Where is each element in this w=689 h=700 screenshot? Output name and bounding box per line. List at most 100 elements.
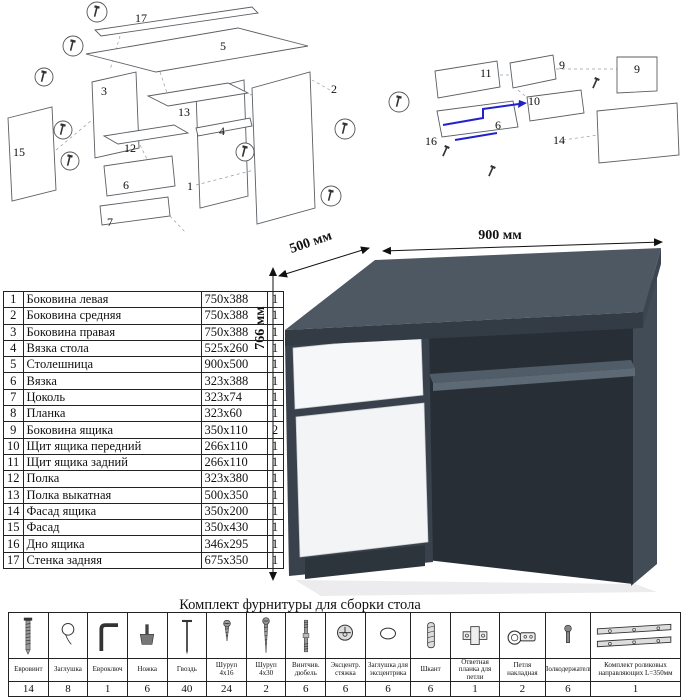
part-num: 9 [3,421,24,439]
panel-tie [103,155,176,197]
hardware-item: Евроключ 1 [88,613,128,696]
part-qty: 1 [266,372,284,390]
part-qty: 1 [266,502,284,521]
part-qty: 1 [266,519,284,537]
part-size: 266x110 [200,437,268,455]
part-size: 323x74 [200,388,268,407]
part-qty: 1 [266,535,284,553]
drawer-side-panel [509,54,557,89]
cam-cap-icon [366,613,410,658]
part-num: 12 [3,470,24,488]
fastener-callout [388,76,601,179]
hardware-item-name: Комплект роликовых направляющих L=350мм [591,658,680,681]
panel-rollout-shelf [146,82,250,107]
hardware-table: Евровинт 14 Заглушка 8 Евроключ 1 Ножка … [8,612,681,697]
desk-door-front [295,402,429,558]
part-size: 500x350 [200,486,268,504]
exploded-view-drawer: 11 9 9 10 6 14 16 [388,54,680,179]
hardware-item-name: Заглушка [48,658,88,681]
part-size: 350x200 [200,502,268,521]
part-qty: 1 [266,405,284,423]
cam-lock-icon [326,613,365,658]
part-label: 11 [480,66,492,80]
part-name: Щит ящика задний [22,453,202,472]
hardware-item-qty: 2 [500,681,545,696]
part-name: Вязка стола [22,339,202,358]
hardware-item: Шуруп 4x30 2 [246,613,287,696]
hardware-item-qty: 14 [9,681,48,696]
part-name: Боковина левая [22,290,202,309]
hardware-item: Эксцентр. стяжка 6 [326,613,366,696]
hardware-item: Шуруп 4x16 24 [207,613,247,696]
part-size: 350x430 [200,519,268,537]
part-qty: 1 [266,486,284,504]
part-num: 15 [3,519,24,537]
drawer-front-panel [526,89,585,122]
part-name: Столешница [22,356,202,374]
hardware-item-qty: 6 [127,681,167,696]
hardware-item: Шкант 6 [411,613,451,696]
part-num: 8 [3,405,24,423]
part-label: 12 [124,141,136,155]
part-qty: 1 [266,356,284,374]
drawer-side-panel-2 [616,56,658,94]
hardware-item: Комплект роликовых направляющих L=350мм … [591,613,681,696]
part-label: 6 [123,178,129,192]
part-num: 14 [3,502,24,521]
hardware-title: Комплект фурнитуры для сборки стола [179,597,421,613]
part-label: 5 [220,39,226,53]
nail-icon [168,613,207,658]
hardware-item-name: Евровинт [9,658,48,681]
hardware-item: Петля накладная 2 [500,613,546,696]
part-size: 750x388 [200,307,268,325]
part-qty: 1 [266,437,284,455]
hardware-item-qty: 1 [88,681,127,696]
part-num: 1 [3,290,24,309]
assembly-arrow [442,100,527,141]
part-name: Боковина средняя [22,307,202,325]
hardware-item-qty: 40 [167,681,207,696]
part-name: Фасад [22,519,202,537]
part-size: 323x388 [200,372,268,390]
dimension-width: 900 мм [382,228,663,255]
hardware-item-qty: 6 [326,681,365,696]
panel-tabletop [85,27,309,73]
part-num: 10 [3,437,24,455]
part-num: 5 [3,356,24,374]
drawer-back-panel [434,60,501,99]
part-size: 525x260 [200,339,268,358]
part-label: 9 [559,58,565,72]
hardware-item-name: Ответная планка для петли [450,658,500,681]
plug-cap-icon [49,613,88,658]
hardware-item-name: Полкодержатель [545,658,591,681]
part-num: 7 [3,388,24,407]
part-num: 6 [3,372,24,390]
hardware-item: Евровинт 14 [9,613,49,696]
part-label: 15 [13,145,25,159]
hardware-item-qty: 1 [591,681,680,696]
desk-open-section [427,322,633,584]
hardware-item-name: Заглушка для эксцентрика [365,658,411,681]
hardware-item-name: Винтчив. дюбель [286,658,326,681]
leg-icon [128,613,167,658]
part-qty: 1 [266,323,284,341]
exploded-view-main: 17 5 3 13 12 6 7 15 1 2 4 [7,1,356,233]
part-size: 675x350 [200,551,268,570]
hardware-item-qty: 6 [411,681,450,696]
desk-right-panel [631,268,657,586]
hardware-item-qty: 8 [48,681,88,696]
part-qty: 1 [266,470,284,488]
desk-tabletop [285,248,661,330]
part-size: 323x60 [200,405,268,423]
hardware-item-qty: 6 [286,681,326,696]
panel-rail [195,117,253,137]
part-num: 4 [3,339,24,358]
